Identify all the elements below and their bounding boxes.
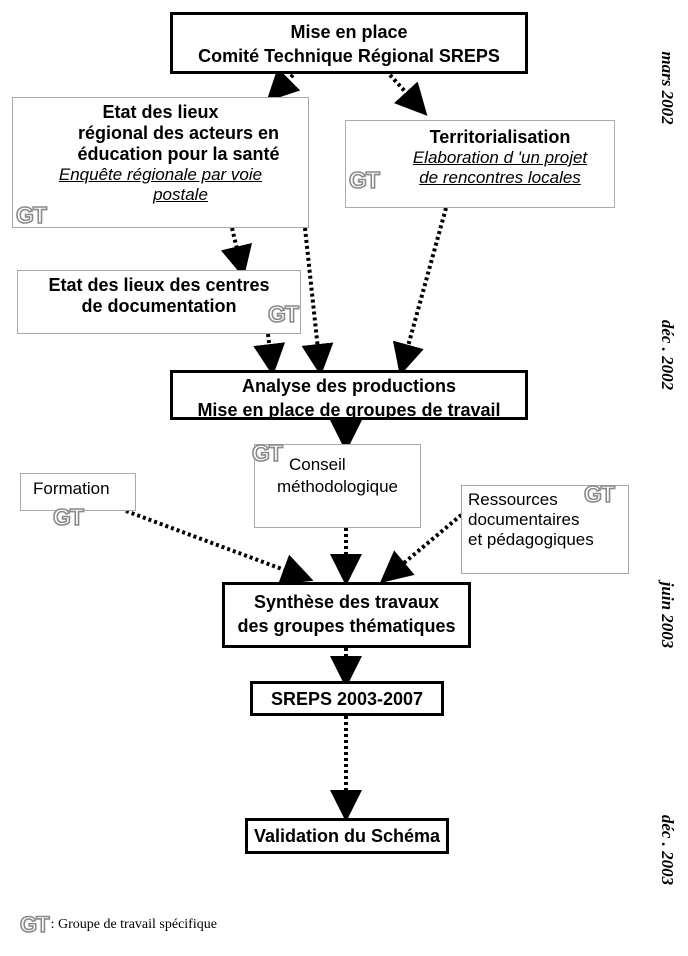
arrow-mise-to-etat-lieux bbox=[266, 67, 301, 102]
territorialisation-title: Territorialisation bbox=[429, 127, 571, 147]
synthese-line-2: des groupes thématiques bbox=[237, 616, 456, 636]
node-mise-line-1: Mise en place bbox=[290, 22, 408, 42]
sreps-label: SREPS 2003-2007 bbox=[270, 689, 424, 709]
gt-icon: GT bbox=[583, 481, 616, 507]
node-ressources: Ressources documentaires et pédagogiques… bbox=[461, 481, 629, 574]
centres-line-1: Etat des lieux des centres bbox=[48, 275, 270, 295]
node-etat-lieux-regional: Etat des lieux régional des acteurs en é… bbox=[12, 97, 309, 228]
arrow-formation-to-synthese bbox=[125, 509, 314, 585]
date-dec-2003: déc . 2003 bbox=[658, 814, 677, 886]
legend: GT : Groupe de travail spécifique bbox=[19, 912, 217, 937]
node-centres-documentation: Etat des lieux des centres de documentat… bbox=[17, 270, 301, 334]
gt-icon: GT bbox=[15, 202, 48, 228]
gt-icon: GT bbox=[267, 301, 300, 327]
gt-icon: GT bbox=[348, 167, 381, 193]
node-validation: Validation du Schéma bbox=[245, 818, 449, 854]
etat-lieux-line-1: Etat des lieux bbox=[102, 102, 219, 122]
arrow-ressources-to-synthese bbox=[379, 509, 468, 584]
arrow-mise-to-territorialisation bbox=[388, 73, 428, 116]
ressources-line-3: et pédagogiques bbox=[468, 530, 594, 549]
ressources-line-2: documentaires bbox=[468, 510, 580, 529]
formation-label: Formation bbox=[33, 479, 110, 498]
node-mise-en-place: Mise en place Comité Technique Régional … bbox=[170, 12, 528, 74]
node-analyse: Analyse des productions Mise en place de… bbox=[170, 370, 528, 420]
synthese-line-1: Synthèse des travaux bbox=[253, 592, 440, 612]
arrow-etat-lieux-to-centres bbox=[220, 227, 253, 278]
node-formation: Formation GT bbox=[20, 473, 136, 529]
gt-icon: GT bbox=[251, 440, 284, 466]
etat-lieux-survey-line-2: postale bbox=[153, 185, 208, 204]
analyse-line-2: Mise en place de groupes de travail bbox=[197, 400, 501, 420]
etat-lieux-line-3: éducation pour la santé bbox=[77, 144, 280, 164]
validation-label: Validation du Schéma bbox=[253, 826, 441, 846]
etat-lieux-survey-line-1: Enquête régionale par voie bbox=[58, 165, 263, 184]
arrow-centres-to-analyse bbox=[253, 333, 286, 376]
date-mars-2002: mars 2002 bbox=[658, 51, 677, 125]
node-synthese: Synthèse des travaux des groupes thémati… bbox=[222, 582, 471, 648]
gt-icon: GT bbox=[52, 504, 85, 530]
territorialisation-line-2: de rencontres locales bbox=[419, 168, 581, 187]
legend-text: : Groupe de travail spécifique bbox=[50, 917, 217, 932]
node-conseil: Conseil méthodologique GT bbox=[251, 440, 421, 528]
ressources-line-1: Ressources bbox=[468, 490, 558, 509]
date-dec-2002: déc . 2002 bbox=[658, 319, 677, 391]
node-mise-line-2: Comité Technique Régional SREPS bbox=[198, 46, 500, 66]
arrow-etat-lieux-to-analyse bbox=[301, 227, 334, 376]
territorialisation-line-1: Elaboration d 'un projet bbox=[412, 148, 588, 167]
etat-lieux-line-2: régional des acteurs en bbox=[77, 123, 280, 143]
arrow-territorialisation-to-analyse bbox=[392, 207, 448, 376]
node-territorialisation: Territorialisation Elaboration d 'un pro… bbox=[345, 120, 615, 208]
conseil-line-1: Conseil bbox=[289, 455, 346, 474]
centres-line-2: de documentation bbox=[81, 296, 237, 316]
node-sreps: SREPS 2003-2007 bbox=[250, 681, 444, 716]
analyse-line-1: Analyse des productions bbox=[241, 376, 457, 396]
conseil-line-2: méthodologique bbox=[277, 477, 398, 496]
gt-icon: GT bbox=[19, 912, 50, 937]
date-juin-2003: juin 2003 bbox=[658, 581, 677, 649]
